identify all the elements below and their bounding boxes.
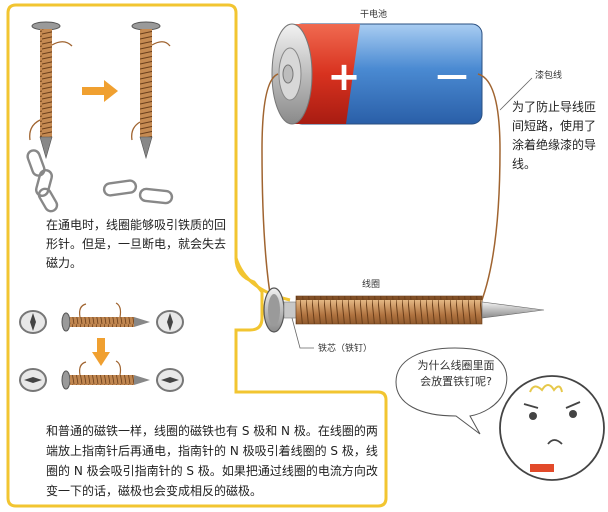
paper-clip-icon [102, 179, 174, 205]
enamel-leader [499, 77, 533, 111]
nail-icon [131, 21, 171, 160]
nail-icon [61, 302, 150, 332]
speech-bubble-text: 为什么线圈里面会放置铁钉呢? [417, 359, 495, 388]
arrow-icon [82, 80, 118, 102]
nail-icon [29, 21, 73, 160]
speech-bubble [395, 347, 508, 435]
compass-icon [156, 368, 184, 392]
poles-description: 和普通的磁铁一样，线圈的磁铁也有 S 极和 N 极。在线圈的两端放上指南针后再通… [46, 424, 378, 498]
wire-right [477, 73, 501, 311]
attraction-description: 在通电时，线圈能够吸引铁质的回形针。但是，一旦断电，就会失去磁力。 [46, 218, 227, 270]
battery-icon: + — [271, 23, 483, 125]
enamel-wire-note: 为了防止导线匝间短路，使用了涂着绝缘漆的导线。 [512, 100, 597, 171]
nail-icon [263, 287, 545, 333]
nail-icon [61, 360, 150, 390]
core-leader [291, 317, 314, 349]
cartoon-character-icon [499, 375, 605, 481]
compass-icon [19, 368, 47, 392]
battery-negative-sign: — [436, 56, 468, 94]
battery-label: 干电池 [360, 10, 388, 20]
compass-icon [19, 310, 47, 334]
enamel-wire-label: 漆包线 [535, 71, 563, 81]
battery-positive-sign: + [327, 54, 361, 100]
arrow-icon [92, 338, 110, 366]
iron-core-label: 铁芯（铁钉） [318, 344, 373, 354]
coil-label: 线圈 [362, 280, 381, 290]
wire-left [261, 73, 279, 307]
compass-icon [156, 310, 184, 334]
paper-clip-icon [26, 149, 59, 213]
